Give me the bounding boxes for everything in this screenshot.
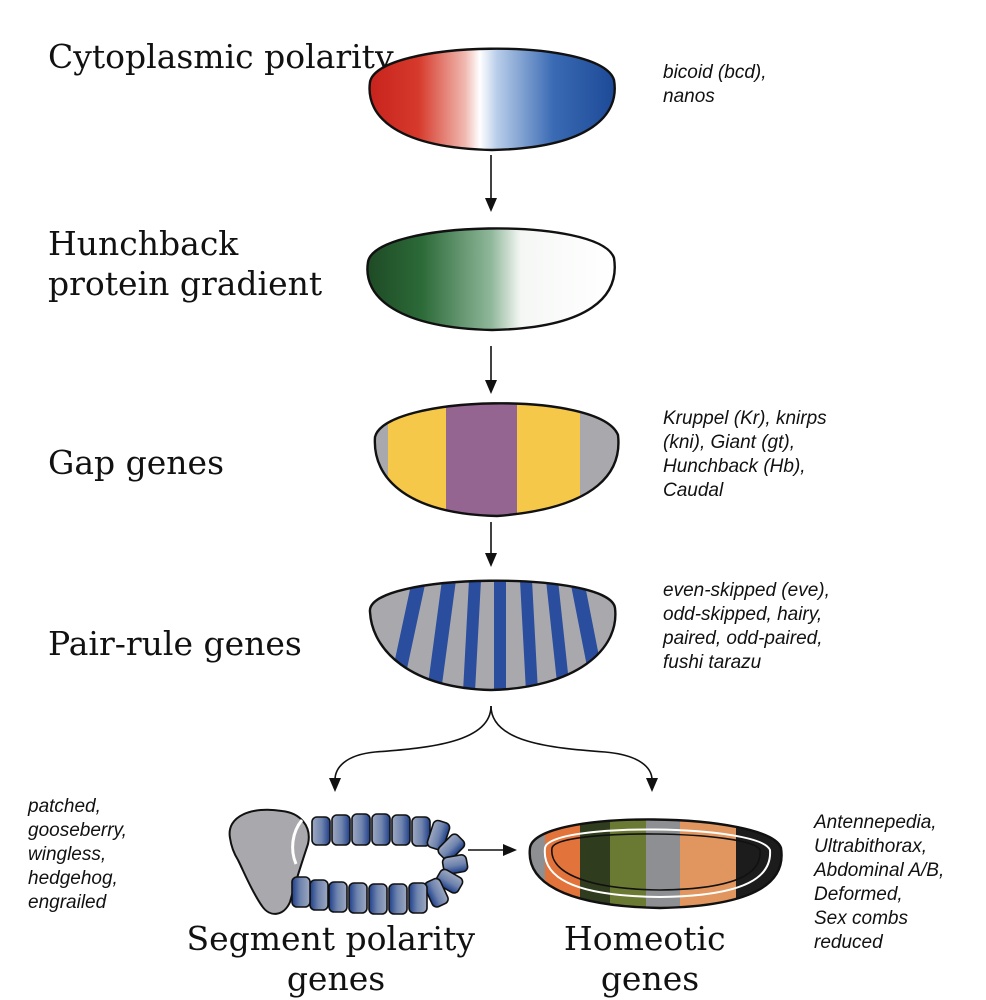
homeotic-title: Homeotic genes (564, 919, 736, 998)
segment-polarity-title: Segment polarity genes (186, 919, 485, 998)
arrow-hunchback-to-gap (485, 346, 497, 394)
pair-rule-genes-title: Pair-rule genes (48, 624, 302, 663)
cytoplasmic-polarity-title: Cytoplasmic polarity (48, 37, 394, 76)
segment-polarity-embryo (228, 808, 469, 915)
homeotic-genes-list: Antennepedia, Ultrabithorax, Abdominal A… (813, 812, 950, 953)
arrow-gap-to-pair-rule (485, 522, 497, 567)
arrow-cyto-to-hunchback (485, 155, 497, 212)
gap-genes-list: Kruppel (Kr), knirps (kni), Giant (gt), … (663, 408, 832, 501)
branch-arrows (329, 705, 658, 792)
hunchback-gradient-embryo (366, 227, 616, 332)
segment-polarity-genes-list: patched, gooseberry, wingless, hedgehog,… (27, 796, 132, 913)
arrow-segment-to-homeotic (468, 844, 517, 856)
gap-genes-embryo (374, 403, 619, 516)
gap-genes-title: Gap genes (48, 443, 224, 482)
homeotic-embryo (529, 819, 782, 908)
pair-rule-genes-list: even-skipped (eve), odd-skipped, hairy, … (662, 580, 835, 673)
pair-rule-embryo (369, 580, 616, 690)
cytoplasmic-polarity-embryo (368, 47, 616, 152)
hunchback-gradient-title: Hunchback protein gradient (48, 224, 322, 303)
cytoplasmic-polarity-genes: bicoid (bcd), nanos (663, 62, 772, 107)
